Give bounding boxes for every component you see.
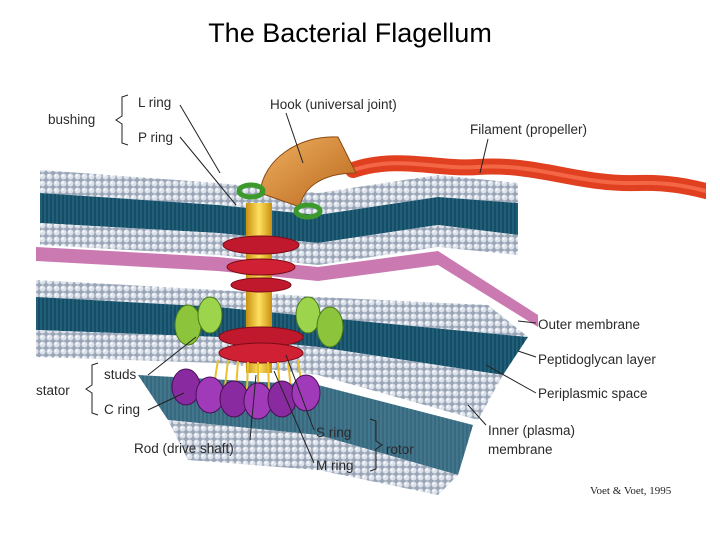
middle-red-ring (226, 258, 296, 276)
hook-label: Hook (universal joint) (270, 97, 397, 112)
s-ring-label: S ring (316, 425, 352, 440)
rotor-label: rotor (386, 442, 414, 457)
periplasmic-label: Periplasmic space (538, 386, 648, 401)
rod-label: Rod (drive shaft) (134, 441, 234, 456)
studs-label: studs (104, 367, 137, 382)
leader-lines (85, 94, 537, 472)
page-title: The Bacterial Flagellum (208, 18, 492, 48)
filament-label: Filament (propeller) (470, 122, 588, 137)
flagellum-illustration (36, 94, 706, 495)
c-ring (171, 368, 321, 420)
inner-membrane-label-line1: Inner (plasma) (488, 423, 576, 438)
peptidoglycan-layer (36, 247, 538, 327)
l-ring-label: L ring (138, 95, 172, 110)
peptidoglycan-label: Peptidoglycan layer (538, 352, 656, 367)
upper-red-ring (222, 235, 300, 255)
hook (259, 136, 357, 208)
outer-membrane-label: Outer membrane (538, 317, 641, 332)
flagellum-diagram: bushing L ring P ring Hook (universal jo… (18, 75, 706, 495)
lower-red-ring (230, 277, 292, 293)
p-ring-label: P ring (138, 130, 174, 145)
bushing-label: bushing (48, 112, 96, 127)
p-ring (293, 202, 323, 220)
c-ring-label: C ring (104, 402, 141, 417)
studs (174, 296, 344, 348)
l-ring (236, 182, 266, 200)
citation: Voet & Voet, 1995 (590, 485, 672, 497)
m-ring-label: M ring (316, 458, 354, 473)
stator-label: stator (36, 383, 70, 398)
m-ring (218, 342, 304, 364)
inner-membrane-label-line2: membrane (488, 442, 553, 457)
